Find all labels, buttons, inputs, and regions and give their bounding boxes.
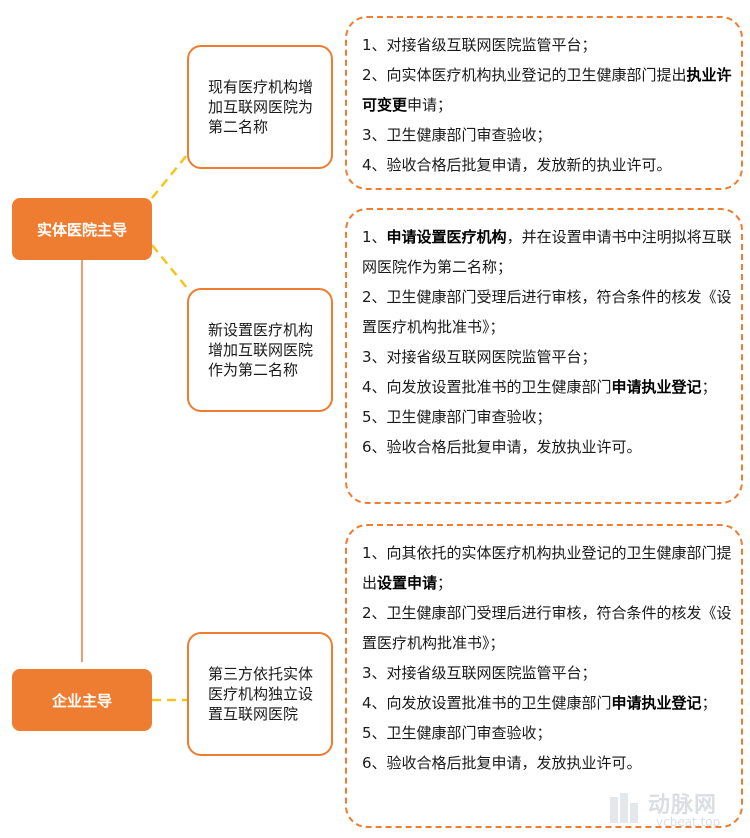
leader-enterprise-label: 企业主导	[51, 691, 112, 710]
step-item: 4、向发放设置批准书的卫生健康部门申请执业登记；	[362, 372, 735, 402]
step-item: 3、卫生健康部门审查验收；	[362, 120, 735, 150]
watermark: 动脉网 vcbeat.top	[608, 787, 738, 835]
connector-physical-mode2	[151, 244, 188, 289]
step-text: 5、卫生健康部门审查验收；	[362, 724, 552, 742]
watermark-logo-icon	[610, 793, 638, 823]
leader-physical-label: 实体医院主导	[36, 220, 127, 239]
step-text: 1、	[362, 228, 387, 246]
step-text: 1、向其依托的实体医疗机构执业登记的卫生健康部门提出	[362, 544, 732, 592]
step-item: 6、验收合格后批复申请，发放执业许可。	[362, 748, 735, 778]
step-text: 4、验收合格后批复申请，发放新的执业许可。	[362, 156, 672, 174]
steps-box-2: 1、申请设置医疗机构，并在设置申请书中注明拟将互联网医院作为第二名称； 2、卫生健…	[345, 208, 743, 504]
steps-box-1: 1、对接省级互联网医院监管平台； 2、向实体医疗机构执业登记的卫生健康部门提出执业…	[345, 16, 743, 190]
step-item: 1、对接省级互联网医院监管平台；	[362, 30, 735, 60]
mode-3-label: 第三方依托实体医疗机构独立设置互联网医院	[208, 665, 314, 723]
step-text: 6、验收合格后批复申请，发放执业许可。	[362, 754, 642, 772]
step-item: 6、验收合格后批复申请，发放执业许可。	[362, 432, 735, 462]
step-emphasis: 申请设置医疗机构	[386, 228, 507, 246]
step-text: 申请；	[407, 96, 453, 114]
leader-enterprise: 企业主导	[12, 669, 152, 731]
step-text: 3、对接省级互联网医院监管平台；	[362, 664, 597, 682]
step-emphasis: 申请执业登记	[611, 378, 702, 396]
step-text: ，并在设置申请书中注明拟将互联网医院作为第二名称；	[362, 228, 732, 276]
mode-1-label: 现有医疗机构增加互联网医院为第二名称	[208, 78, 314, 136]
step-item: 2、向实体医疗机构执业登记的卫生健康部门提出执业许可变更申请；	[362, 60, 735, 120]
mode-2-label: 新设置医疗机构增加互联网医院作为第二名称	[208, 321, 314, 379]
mode-box-1: 现有医疗机构增加互联网医院为第二名称	[187, 45, 333, 169]
step-text: 3、对接省级互联网医院监管平台；	[362, 348, 597, 366]
step-item: 1、向其依托的实体医疗机构执业登记的卫生健康部门提出设置申请；	[362, 538, 735, 598]
step-item: 5、卫生健康部门审查验收；	[362, 402, 735, 432]
step-item: 4、向发放设置批准书的卫生健康部门申请执业登记；	[362, 688, 735, 718]
step-text: ；	[701, 694, 717, 712]
step-emphasis: 申请执业登记	[611, 694, 702, 712]
step-text: 3、卫生健康部门审查验收；	[362, 126, 552, 144]
step-item: 2、卫生健康部门受理后进行审核，符合条件的核发《设置医疗机构批准书》；	[362, 282, 735, 342]
step-text: 2、向实体医疗机构执业登记的卫生健康部门提出	[362, 66, 687, 84]
step-item: 5、卫生健康部门审查验收；	[362, 718, 735, 748]
watermark-cn: 动脉网	[648, 793, 718, 818]
connector-physical-mode1	[151, 154, 188, 199]
step-text: ；	[701, 378, 717, 396]
mode-box-2: 新设置医疗机构增加互联网医院作为第二名称	[187, 288, 333, 412]
step-item: 3、对接省级互联网医院监管平台；	[362, 658, 735, 688]
step-text: 1、对接省级互联网医院监管平台；	[362, 36, 597, 54]
step-text: 2、卫生健康部门受理后进行审核，符合条件的核发《设置医疗机构批准书》；	[362, 604, 732, 652]
step-emphasis: 执业许可变更	[362, 66, 732, 114]
step-text: 6、验收合格后批复申请，发放执业许可。	[362, 438, 642, 456]
step-item: 4、验收合格后批复申请，发放新的执业许可。	[362, 150, 735, 180]
leader-physical-hospital: 实体医院主导	[12, 198, 152, 260]
step-emphasis: 设置申请	[377, 574, 438, 592]
step-text: 4、向发放设置批准书的卫生健康部门	[362, 694, 612, 712]
step-text: 5、卫生健康部门审查验收；	[362, 408, 552, 426]
step-item: 1、申请设置医疗机构，并在设置申请书中注明拟将互联网医院作为第二名称；	[362, 222, 735, 282]
step-item: 2、卫生健康部门受理后进行审核，符合条件的核发《设置医疗机构批准书》；	[362, 598, 735, 658]
step-text: 2、卫生健康部门受理后进行审核，符合条件的核发《设置医疗机构批准书》；	[362, 288, 732, 336]
steps-box-3: 1、向其依托的实体医疗机构执业登记的卫生健康部门提出设置申请；2、卫生健康部门受…	[345, 524, 743, 828]
step-text: ；	[437, 574, 453, 592]
mode-box-3: 第三方依托实体医疗机构独立设置互联网医院	[187, 632, 333, 756]
step-text: 4、向发放设置批准书的卫生健康部门	[362, 378, 612, 396]
step-item: 3、对接省级互联网医院监管平台；	[362, 342, 735, 372]
watermark-en: vcbeat.top	[656, 815, 721, 829]
